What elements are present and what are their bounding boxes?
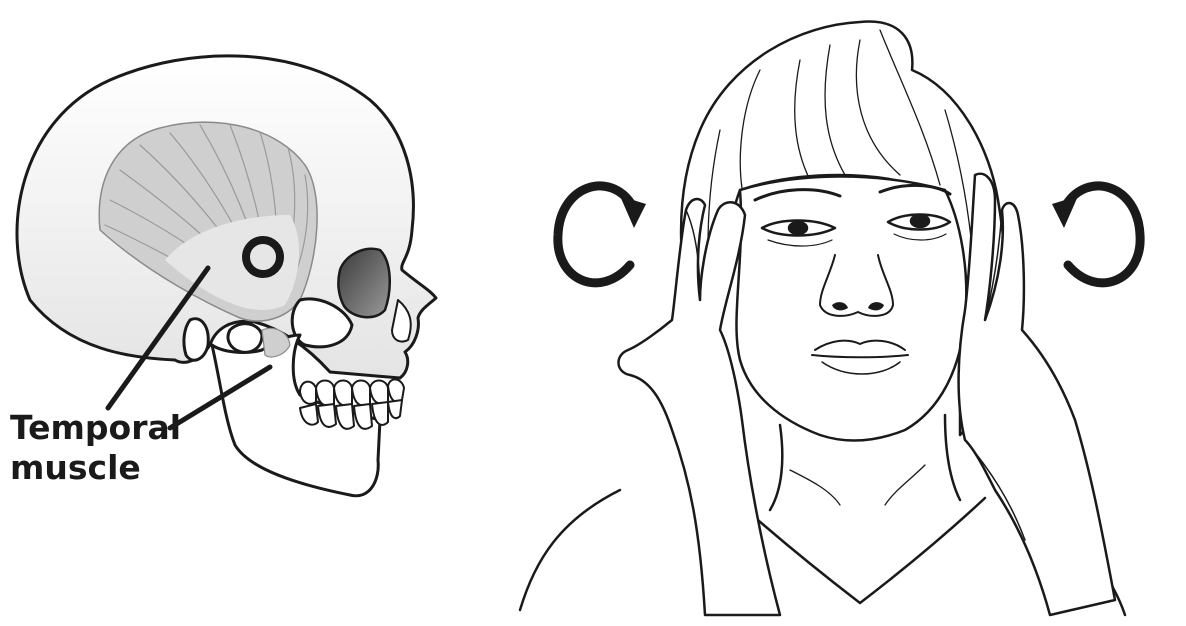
- collarbone-right: [885, 465, 925, 505]
- rotate-clockwise-icon: [558, 186, 646, 283]
- skull-mastoid: [184, 319, 208, 360]
- neck-right: [945, 415, 960, 500]
- neck: [770, 425, 782, 510]
- lower-teeth: [300, 400, 402, 429]
- collarbone-left: [790, 470, 840, 505]
- skull-eye-orbit: [338, 249, 389, 318]
- temporal-muscle-label: Temporal muscle: [10, 408, 181, 488]
- right-hand: [959, 174, 1115, 615]
- rotate-counterclockwise-icon: [1052, 186, 1140, 283]
- label-line-1: Temporal: [10, 408, 181, 448]
- shoulder-left: [520, 490, 620, 610]
- woman-figure: [520, 22, 1125, 615]
- label-line-2: muscle: [10, 448, 181, 488]
- left-pupil: [789, 222, 807, 234]
- skull-ear-canal: [228, 324, 262, 353]
- right-pupil: [911, 215, 929, 227]
